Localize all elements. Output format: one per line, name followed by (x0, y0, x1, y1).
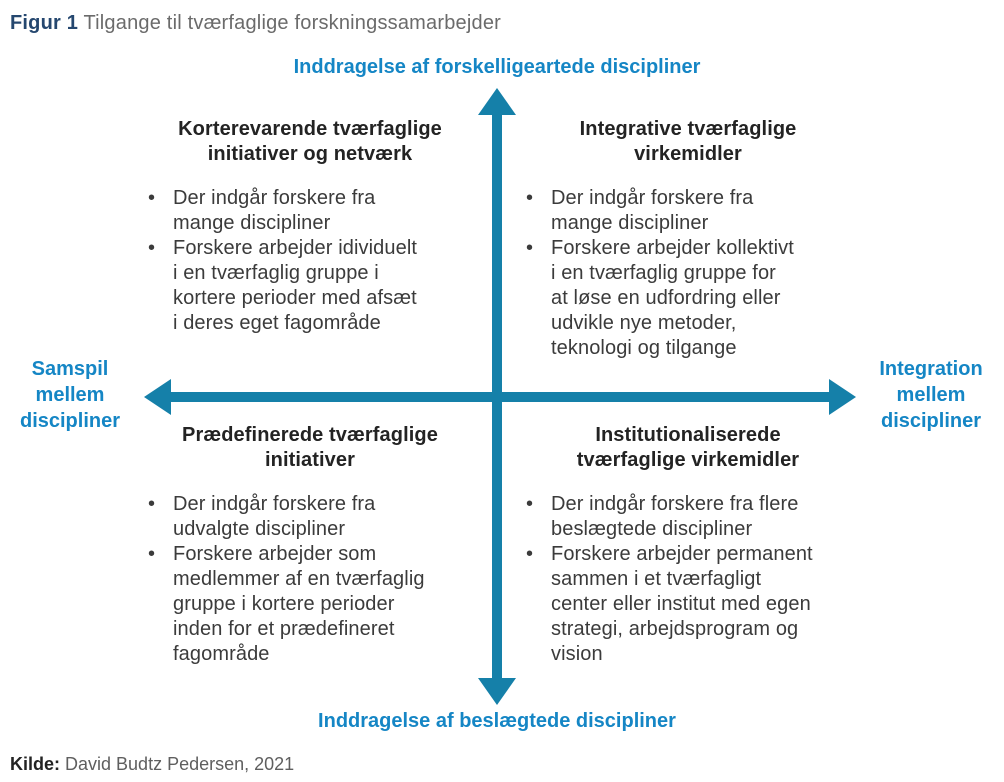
quadrant-bottom-left: Prædefinerede tværfaglige initiativer De… (143, 423, 477, 667)
figure-number: Figur 1 (10, 12, 79, 34)
quadrant-title: Prædefinerede tværfaglige initiativer (182, 424, 438, 471)
bullet-item: Der indgår forskere fra mange discipline… (521, 186, 855, 236)
source-text: David Budtz Pedersen, 2021 (60, 754, 295, 774)
quadrant-top-left: Korterevarende tværfaglige initiativer o… (143, 117, 477, 336)
quadrant-bullets: Der indgår forskere fra flere beslægtede… (521, 492, 855, 667)
axis-label-right: Integration mellem discipliner (879, 358, 983, 432)
horizontal-axis-line (168, 392, 832, 402)
axis-label-top: Inddragelse af forskelligeartede discipl… (293, 56, 701, 78)
source-line: Kilde: David Budtz Pedersen, 2021 (10, 754, 294, 775)
bullet-item: Der indgår forskere fra mange discipline… (143, 186, 477, 236)
quadrant-title: Korterevarende tværfaglige initiativer o… (178, 118, 442, 165)
bullet-item: Der indgår forskere fra udvalgte discipl… (143, 492, 477, 542)
bullet-item: Forskere arbejder idividuelt i en tværfa… (143, 236, 477, 336)
bullet-item: Forskere arbejder kollektivt i en tværfa… (521, 236, 855, 361)
quadrant-bullets: Der indgår forskere fra udvalgte discipl… (143, 492, 477, 667)
bullet-item: Der indgår forskere fra flere beslægtede… (521, 492, 855, 542)
arrow-up-icon (478, 88, 516, 115)
bullet-item: Forskere arbejder som medlemmer af en tv… (143, 542, 477, 667)
axis-label-left: Samspil mellem discipliner (19, 358, 121, 432)
quadrant-top-right: Integrative tværfaglige virkemidler Der … (521, 117, 855, 361)
quadrant-bullets: Der indgår forskere fra mange discipline… (521, 186, 855, 361)
quadrant-bottom-right: Institutionaliserede tværfaglige virkemi… (521, 423, 855, 667)
quadrant-title: Integrative tværfaglige virkemidler (579, 118, 797, 165)
arrow-down-icon (478, 678, 516, 705)
figure-title-text: Tilgange til tværfaglige forskningssamar… (78, 12, 502, 34)
arrow-right-icon (829, 379, 856, 415)
bullet-item: Forskere arbejder permanent sammen i et … (521, 542, 855, 667)
arrow-left-icon (144, 379, 171, 415)
quadrant-bullets: Der indgår forskere fra mange discipline… (143, 186, 477, 336)
quadrant-title: Institutionaliserede tværfaglige virkemi… (576, 424, 800, 471)
source-label: Kilde: (10, 754, 61, 774)
figure-title: Figur 1 Tilgange til tværfaglige forskni… (10, 12, 501, 35)
axis-label-bottom: Inddragelse af beslægtede discipliner (318, 710, 676, 732)
